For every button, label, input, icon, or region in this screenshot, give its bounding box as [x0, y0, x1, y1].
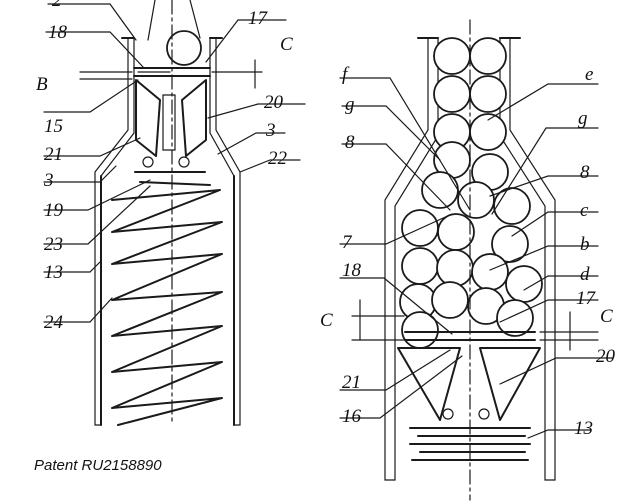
left-label-20: 20	[264, 92, 284, 113]
left-wedge-20	[181, 79, 207, 157]
right-wedge-16	[397, 347, 461, 421]
right-pin-a	[442, 408, 454, 420]
left-ball	[166, 30, 202, 66]
left-device-figure: 2 18 17 C B 20 15 3 21 22 3 19 23 13 24	[36, 0, 306, 426]
left-spring-24	[111, 189, 223, 426]
right-label-13: 13	[574, 418, 593, 439]
right-label-f: f	[342, 64, 350, 85]
right-leader-lines	[339, 77, 613, 439]
right-label-7: 7	[342, 232, 353, 253]
right-label-g-left: g	[345, 94, 355, 115]
left-label-18: 18	[48, 22, 68, 43]
right-label-8-left: 8	[345, 132, 355, 153]
left-label-15: 15	[44, 116, 63, 137]
left-label-b: B	[36, 74, 48, 95]
right-label-8-right: 8	[580, 162, 590, 183]
left-dimension-b	[79, 71, 133, 80]
right-label-b: b	[580, 234, 590, 255]
left-label-c: C	[280, 34, 293, 55]
right-wedge-20	[479, 347, 541, 421]
right-label-c-dim-left: C	[320, 310, 333, 331]
right-label-e: e	[585, 64, 593, 85]
right-label-16: 16	[342, 406, 362, 427]
left-label-24: 24	[44, 312, 64, 333]
right-pin-b	[478, 408, 490, 420]
left-housing-walls	[94, 37, 241, 426]
right-dimension-c-right	[539, 311, 599, 351]
right-label-c-ball: c	[580, 200, 589, 221]
left-wedge-15	[135, 79, 161, 157]
left-label-22: 22	[268, 148, 288, 169]
left-label-3b: 3	[43, 170, 54, 191]
left-label-2: 2	[52, 0, 62, 11]
right-label-17: 17	[576, 288, 597, 309]
left-pin-b	[178, 156, 190, 168]
right-label-21: 21	[342, 372, 361, 393]
right-dimension-c-left	[351, 299, 405, 341]
patent-caption: Patent RU2158890	[34, 457, 162, 474]
left-dimension-c	[211, 59, 263, 89]
right-label-d: d	[580, 264, 590, 285]
left-label-19: 19	[44, 200, 64, 221]
left-spring-seat	[134, 171, 211, 186]
right-balls	[399, 37, 543, 349]
left-label-23: 23	[44, 234, 63, 255]
right-label-18: 18	[342, 260, 362, 281]
right-label-c-dim-right: C	[600, 306, 613, 327]
left-leader-lines	[43, 0, 306, 323]
left-label-21: 21	[44, 144, 63, 165]
left-label-17: 17	[248, 8, 269, 29]
right-device-figure: f e g g 8 8 c 7 b d 18 17 C C 21 20 16 1…	[320, 19, 616, 501]
right-label-g-right: g	[578, 108, 588, 129]
left-label-3a: 3	[265, 120, 276, 141]
right-label-20: 20	[596, 346, 616, 367]
left-label-13: 13	[44, 262, 63, 283]
left-pin-a	[142, 156, 154, 168]
